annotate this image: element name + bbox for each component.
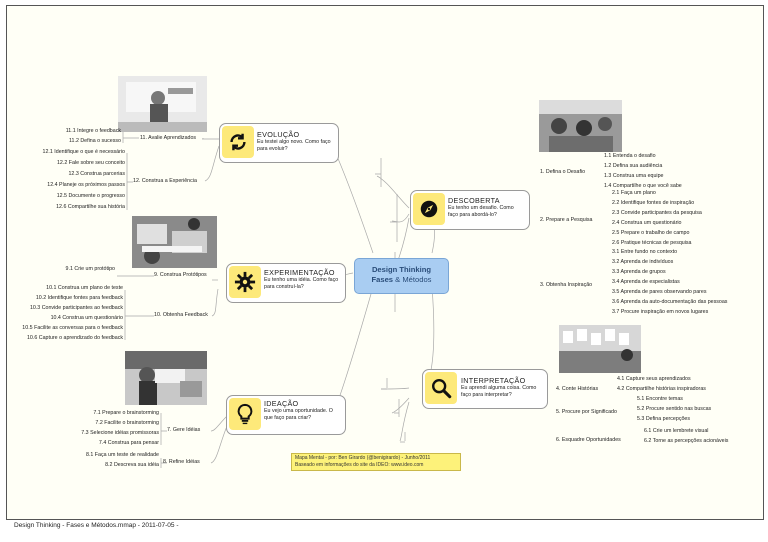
item-4-2[interactable]: 4.2 Compartilhe histórias inspiradoras [617, 386, 706, 392]
author-note-line-1: Mapa Mental - por: Ben Girardo (@benigir… [295, 455, 431, 461]
item-2-3[interactable]: 2.3 Convide participantes da pesquisa [612, 210, 702, 216]
experimentacao-photo [132, 216, 217, 268]
descoberta-photo [539, 100, 622, 152]
item-10-5[interactable]: 10.5 Facilite as conversas para o feedba… [22, 325, 123, 331]
branch-7[interactable]: 7. Gere Idéias [167, 427, 201, 433]
interpretacao-description: Eu aprendi alguma coisa. Como faço para … [461, 385, 537, 398]
central-topic[interactable]: Design Thinking Fases & Métodos [354, 258, 449, 294]
item-2-4[interactable]: 2.4 Construa um questionário [612, 220, 682, 226]
author-note-line-2: Baseado em informações do site da IDEO: … [295, 462, 424, 468]
item-3-4[interactable]: 3.4 Aprenda de especialistas [612, 279, 680, 285]
item-1-4[interactable]: 1.4 Compartilhe o que você sabe [604, 183, 682, 189]
item-3-3[interactable]: 3.3 Aprenda de grupos [612, 269, 666, 275]
item-5-2[interactable]: 5.2 Procure sentido nas buscas [637, 406, 712, 412]
ideacao-photo [125, 351, 207, 405]
item-12-1[interactable]: 12.1 Identifique o que é necessário [42, 149, 125, 155]
interpretacao-photo [559, 325, 641, 373]
interpretacao-title: INTERPRETAÇÃO [461, 376, 526, 385]
experimentacao-description: Eu tenho uma idéia. Como faço para const… [264, 277, 339, 290]
central-subtitle-fases: Fases [371, 275, 394, 284]
compass-icon [413, 193, 445, 225]
branch-3[interactable]: 3. Obtenha Inspiração [540, 282, 593, 288]
branch-4[interactable]: 4. Conte Histórias [556, 386, 599, 392]
item-1-2[interactable]: 1.2 Defina sua audiência [604, 163, 663, 169]
evolucao-description: Eu testei algo novo. Como faço para evol… [257, 139, 331, 152]
branch-1[interactable]: 1. Defina o Desafio [540, 169, 586, 175]
item-10-1[interactable]: 10.1 Construa um plano de teste [46, 285, 123, 291]
item-3-7[interactable]: 3.7 Procure inspiração em novos lugares [612, 309, 709, 315]
item-3-2[interactable]: 3.2 Aprenda de indivíduos [612, 259, 674, 265]
item-12-3[interactable]: 12.3 Construa parcerias [68, 171, 125, 177]
magnifier-icon [425, 372, 457, 404]
item-3-1[interactable]: 3.1 Entre fundo no contexto [612, 249, 678, 255]
item-5-3[interactable]: 5.3 Defina percepções [637, 416, 691, 422]
branch-6[interactable]: 6. Esquadre Oportunidades [556, 437, 621, 443]
item-1-1[interactable]: 1.1 Entenda o desafio [604, 153, 656, 159]
ideacao-description: Eu vejo uma oportunidade. O que faço par… [264, 408, 333, 421]
refresh-cycle-icon [222, 126, 254, 158]
gear-icon [229, 266, 261, 298]
item-12-4[interactable]: 12.4 Planeje os próximos passos [47, 182, 125, 188]
item-3-6[interactable]: 3.6 Aprenda da auto-documentação das pes… [612, 299, 728, 305]
item-10-3[interactable]: 10.3 Convide participantes ao feedback [29, 305, 123, 311]
item-11-2[interactable]: 11.2 Defina o sucesso [68, 138, 121, 144]
item-12-2[interactable]: 12.2 Fale sobre seu conceito [56, 160, 125, 166]
ideacao-title: IDEAÇÃO [264, 399, 299, 408]
branch-11[interactable]: 11. Avalie Aprendizados [140, 135, 197, 141]
item-6-1[interactable]: 6.1 Crie um lembrete visual [644, 428, 709, 434]
item-2-5[interactable]: 2.5 Prepare o trabalho de campo [612, 230, 690, 236]
branch-2[interactable]: 2. Prepare a Pesquisa [540, 217, 593, 223]
item-2-1[interactable]: 2.1 Faça um plano [612, 190, 656, 196]
item-7-3[interactable]: 7.3 Selecione idéias promissoras [81, 430, 159, 436]
branch-10[interactable]: 10. Obtenha Feedback [154, 312, 208, 318]
descoberta-title: DESCOBERTA [448, 196, 500, 205]
branch-5[interactable]: 5. Procure por Significado [556, 409, 617, 415]
item-12-6[interactable]: 12.6 Compartilhe sua história [56, 204, 125, 210]
branch-12[interactable]: 12. Construa a Experiência [133, 178, 197, 184]
item-3-5[interactable]: 3.5 Aprenda de pares observando pares [612, 289, 707, 295]
branch-9[interactable]: 9. Construa Protótipos [154, 272, 207, 278]
evolucao-title: EVOLUÇÃO [257, 130, 300, 139]
item-7-4[interactable]: 7.4 Construa para pensar [98, 440, 159, 446]
item-5-1[interactable]: 5.1 Encontre temas [637, 396, 683, 402]
item-9-1[interactable]: 9.1 Crie um protótipo [65, 266, 115, 272]
evolucao-photo [118, 76, 207, 132]
item-4-1[interactable]: 4.1 Capture seus aprendizados [617, 376, 691, 382]
item-2-2[interactable]: 2.2 Identifique fontes de inspiração [612, 200, 695, 206]
item-8-1[interactable]: 8.1 Faça um teste de realidade [85, 452, 159, 458]
central-subtitle-metodos: & Métodos [395, 275, 432, 284]
connector-lines [117, 132, 435, 468]
lightbulb-icon [229, 398, 261, 430]
item-1-3[interactable]: 1.3 Construa uma equipe [604, 173, 664, 179]
item-11-1[interactable]: 11.1 Integre o feedback [65, 128, 121, 134]
item-10-2[interactable]: 10.2 Identifique fontes para feedback [35, 295, 123, 301]
branch-8[interactable]: 8. Refine Idéias [163, 459, 200, 465]
mind-map-canvas: Design Thinking Fases & Métodos EVOLUÇÃO… [6, 5, 764, 520]
item-10-6[interactable]: 10.6 Capture o aprendizado do feedback [26, 335, 123, 341]
descoberta-description: Eu tenho um desafio. Como faço para abor… [448, 205, 514, 218]
item-12-5[interactable]: 12.5 Documente o progresso [56, 193, 125, 199]
central-title: Design Thinking [371, 265, 432, 274]
item-10-4[interactable]: 10.4 Construa um questionário [50, 315, 123, 321]
item-7-2[interactable]: 7.2 Facilite o brainstorming [95, 420, 159, 426]
item-7-1[interactable]: 7.1 Prepare o brainstorming [93, 410, 159, 416]
item-8-2[interactable]: 8.2 Descreva sua idéia [105, 462, 159, 468]
item-2-6[interactable]: 2.6 Pratique técnicas de pesquisa [612, 240, 692, 246]
item-6-2[interactable]: 6.2 Torne as percepções acionáveis [644, 438, 729, 444]
author-note[interactable]: Mapa Mental - por: Ben Girardo (@benigir… [291, 453, 461, 471]
file-footer: Design Thinking - Fases e Métodos.mmap -… [14, 522, 179, 529]
experimentacao-title: EXPERIMENTAÇÃO [264, 268, 335, 277]
